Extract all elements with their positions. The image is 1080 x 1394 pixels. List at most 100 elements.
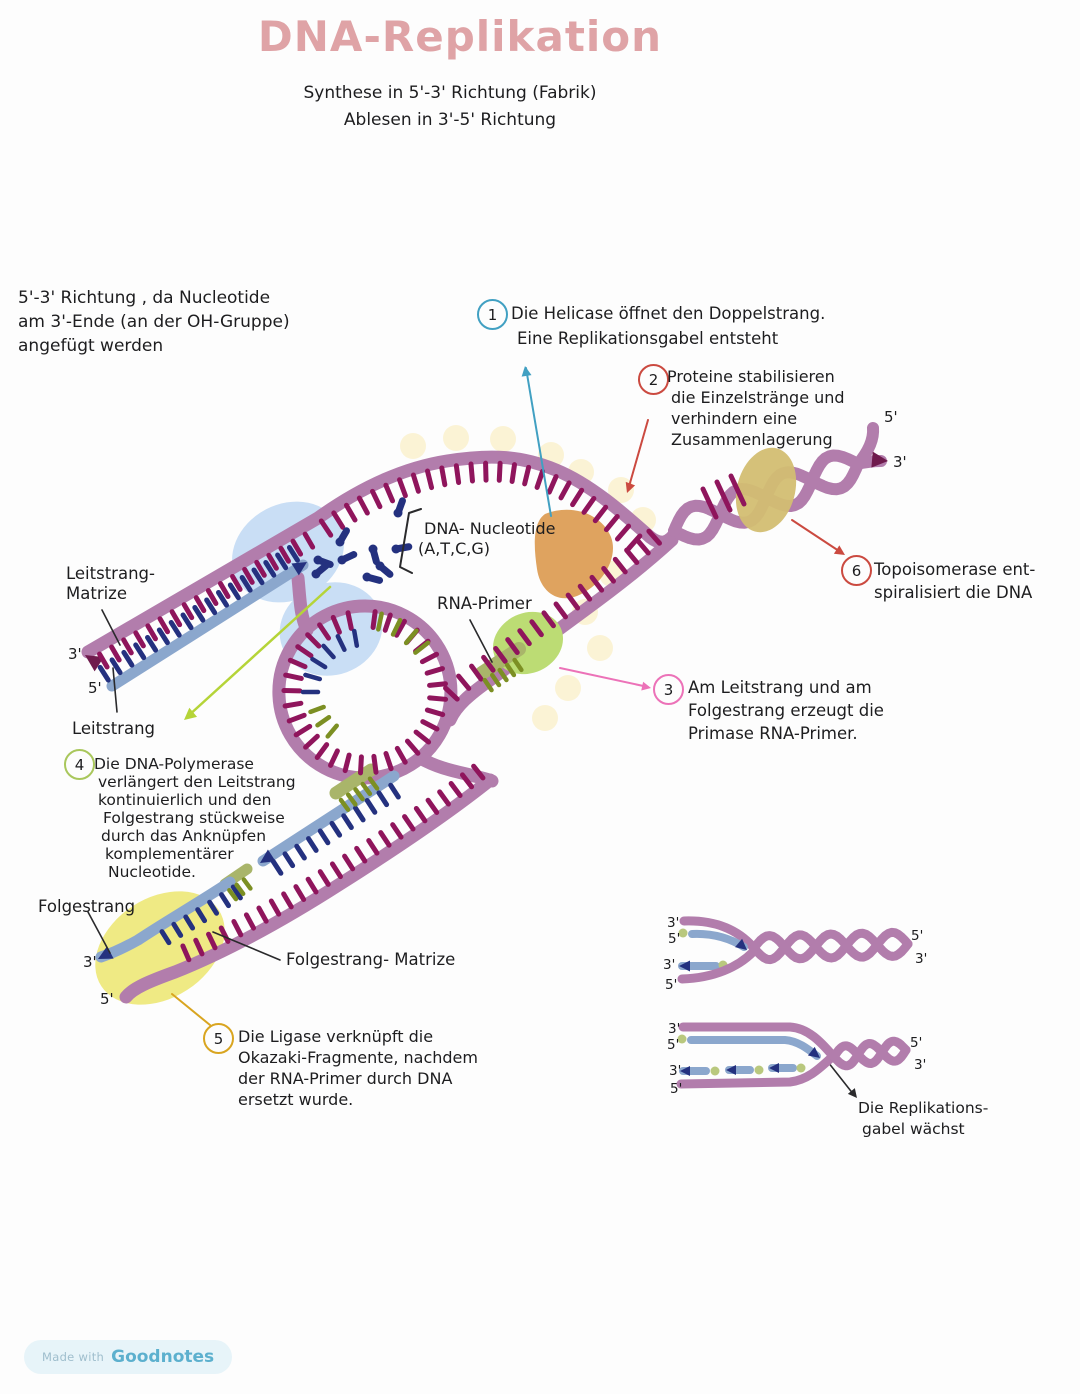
base-tick [343,502,358,523]
free-nucleotide [375,561,385,571]
loop-new-strand-tick [303,672,323,682]
miniA-helix-strand [749,928,913,965]
free-nucleotide [368,544,378,554]
base-tick [305,876,319,895]
loop-primer-tick [390,617,403,637]
fork-grows-pointer [827,1061,855,1096]
base-tick [581,495,597,515]
base-tick [230,573,243,592]
free-nucleotide [311,569,321,579]
base-tick [256,905,269,924]
annotation-1-pointer [525,367,552,517]
base-tick [342,752,352,774]
base-tick [419,651,440,665]
base-tick [97,664,111,683]
label-5prime-leading: 5' [88,679,102,697]
base-tick [394,745,408,765]
annotation-3-arrow [641,681,651,691]
base-tick [558,480,572,501]
base-tick [541,610,556,629]
base-tick [402,814,416,832]
base-tick [317,869,331,887]
annotation-line: verlängert den Leitstrang [98,773,296,791]
loop-primer-tick [376,611,384,632]
miniB-arrowhead [807,1046,820,1058]
base-tick [283,672,304,681]
base-tick [481,654,496,673]
base-tick [410,472,421,494]
base-tick [145,623,158,642]
base-tick [570,487,585,508]
okazaki-fragment [257,770,400,867]
base-tick [218,892,232,909]
base-tick [367,776,380,791]
base-tick [364,798,378,815]
base-tick [360,781,373,796]
base-tick [453,463,462,486]
base-tick [427,681,448,688]
base-tick [425,797,440,815]
base-tick [700,486,719,520]
base-tick [159,929,172,946]
annotation-line: der RNA-Primer durch DNA [238,1069,453,1088]
base-tick [227,582,241,601]
base-tick [286,712,307,724]
base-tick [207,899,220,916]
fork-grows-arrow [847,1088,857,1098]
base-tick [243,912,257,931]
rna-primer-segment [475,642,526,680]
goodnotes-badge[interactable]: Made with Goodnotes [24,1340,233,1374]
annotation-line: Nucleotide. [108,863,196,881]
label-folgestrang: Folgestrang [38,897,136,916]
base-tick [394,618,407,638]
miniB-primer-dot [796,1063,806,1073]
base-tick [275,552,289,571]
base-tick [354,845,368,864]
base-tick [577,583,593,602]
base-tick [546,474,559,495]
base-tick [352,805,366,823]
ssb-protein [400,433,426,459]
free-nucleotide [337,555,347,565]
base-tick [342,853,356,872]
base-tick [318,518,334,538]
label-dna-nucleotide: DNA- Nucleotide (A,T,C,G) [418,519,555,559]
base-tick [282,700,304,709]
annotation-5-pointer [171,993,211,1026]
base-tick [242,566,255,585]
base-tick [382,612,393,633]
base-tick [181,602,195,621]
ssb-protein [555,675,581,701]
base-tick [330,614,342,635]
base-tick [171,921,184,938]
annotation-4-pointer [185,585,332,719]
loop-new-strand-tick [335,634,347,653]
base-tick [353,787,365,802]
base-tick [397,477,408,499]
base-tick [286,545,300,563]
rna-primer-segment [329,763,378,800]
annotation-line: Okazaki-Fragmente, nachdem [238,1048,478,1067]
label-3prime-helix: 3' [893,453,907,471]
helix-3prime-arrowhead [871,451,888,468]
base-tick [317,622,332,641]
base-tick [234,882,246,896]
base-tick [376,790,390,808]
annotation-number: 4 [74,755,85,774]
base-tick [369,488,383,510]
annotation-line: spiralisiert die DNA [874,583,1033,602]
label-line: gabel wächst [862,1120,965,1138]
base-tick [270,858,284,876]
base-tick [231,919,244,938]
label-3prime-lagging: 3' [83,953,97,971]
subtitle-line1: Synthese in 5'-3' Richtung (Fabrik) [303,83,597,103]
base-tick [512,657,524,673]
annotation-2-pointer [627,419,649,491]
base-tick [156,627,170,646]
annotation-4-badge: 4 [64,749,95,780]
annotation-2-text: Proteine stabilisieren die Einzelstränge… [667,366,845,450]
annotation-line: Eine Replikationsgabel entsteht [517,329,779,348]
miniB-arrowhead [769,1063,779,1073]
miniB-primer-dot [754,1065,764,1075]
base-tick [294,843,307,861]
